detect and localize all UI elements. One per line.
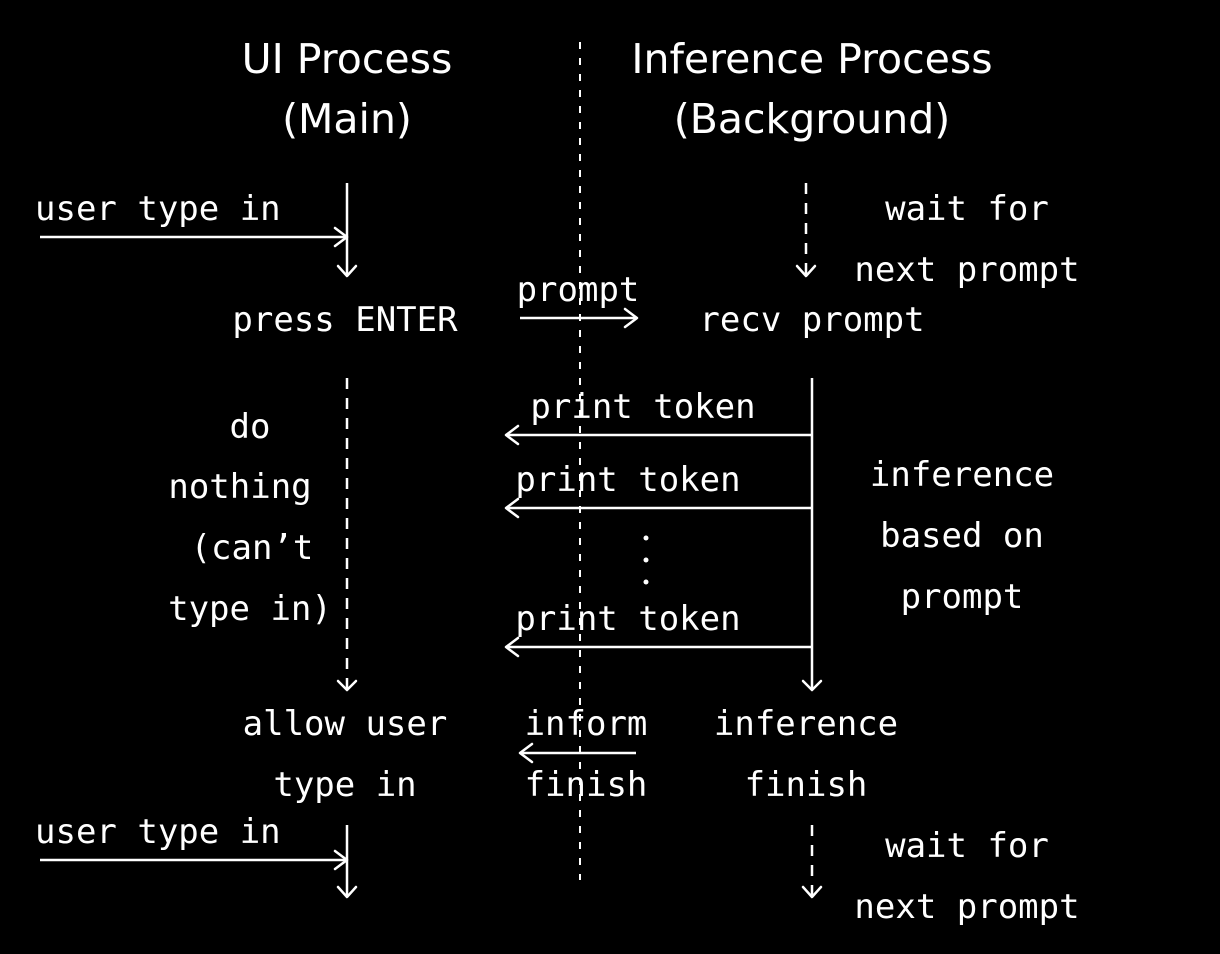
recv-prompt-label: recv prompt xyxy=(699,300,924,340)
inform-finish-line-2: finish xyxy=(525,765,648,805)
print-token-label-3: print token xyxy=(515,599,740,639)
user-type-in-label-1: user type in xyxy=(35,189,281,229)
inference-active-arrowhead xyxy=(801,679,823,692)
do-nothing-line-4: type in) xyxy=(168,589,332,629)
ui-process-subtitle: (Main) xyxy=(282,95,412,143)
print-token-label-1: print token xyxy=(530,387,755,427)
allow-user-line-1: allow user xyxy=(243,704,448,744)
inform-finish-line-1: inform xyxy=(525,704,648,744)
wait-for-line-1b: next prompt xyxy=(854,250,1079,290)
inference-finish-line-1: inference xyxy=(714,704,898,744)
inference-wait-arrowhead-1 xyxy=(795,264,817,278)
ellipsis-dot-1 xyxy=(643,535,649,541)
print-token-arrowhead-1 xyxy=(504,424,520,446)
inform-finish-arrowhead xyxy=(518,742,534,764)
do-nothing-line-3: (can’t xyxy=(191,528,314,568)
wait-for-line-1a: wait for xyxy=(885,189,1049,229)
inference-based-line-3: prompt xyxy=(901,577,1024,617)
ui-lifeline-arrowhead-1 xyxy=(336,264,358,278)
do-nothing-line-2: nothing xyxy=(168,467,311,507)
user-type-in-label-2: user type in xyxy=(35,812,281,852)
ellipsis-dot-3 xyxy=(643,579,649,585)
wait-for-line-2a: wait for xyxy=(885,826,1049,866)
inference-finish-line-2: finish xyxy=(745,765,868,805)
inference-process-title: Inference Process xyxy=(631,35,992,83)
do-nothing-line-1: do xyxy=(230,407,271,447)
ellipsis-dot-2 xyxy=(643,557,649,563)
wait-for-line-2b: next prompt xyxy=(854,887,1079,927)
prompt-message-label: prompt xyxy=(517,270,640,310)
print-token-label-2: print token xyxy=(515,460,740,500)
ui-wait-arrowhead xyxy=(336,679,358,692)
print-token-arrowhead-2 xyxy=(504,497,520,519)
ui-lifeline-arrowhead-2 xyxy=(336,885,358,899)
inference-process-subtitle: (Background) xyxy=(674,95,951,143)
inference-wait-arrowhead-2 xyxy=(801,885,823,899)
ui-process-title: UI Process xyxy=(242,35,453,83)
print-token-arrowhead-3 xyxy=(504,636,520,658)
allow-user-line-2: type in xyxy=(273,765,416,805)
prompt-message-arrowhead xyxy=(623,307,639,329)
inference-based-line-2: based on xyxy=(880,516,1044,556)
inference-based-line-1: inference xyxy=(870,455,1054,495)
press-enter-label: press ENTER xyxy=(232,300,458,340)
